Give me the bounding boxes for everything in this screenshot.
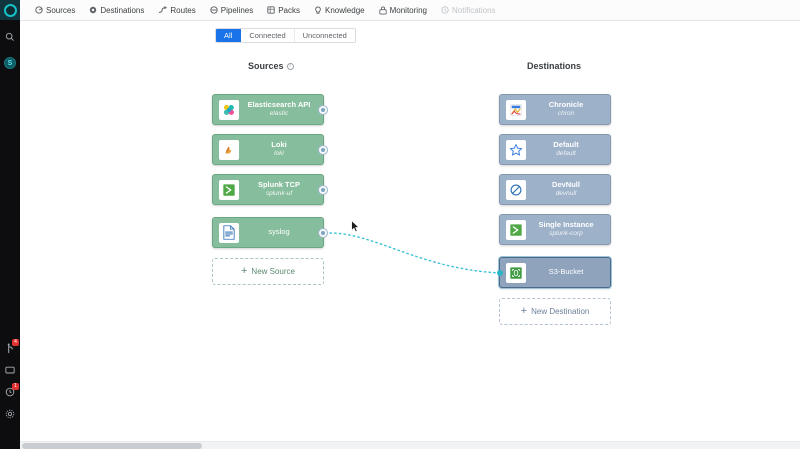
chat-icon[interactable] xyxy=(0,359,20,381)
source-card-loki[interactable]: Loki loki xyxy=(212,134,328,165)
new-destination-button[interactable]: + New Destination xyxy=(499,298,611,325)
search-icon[interactable] xyxy=(0,26,20,48)
source-subtitle: splunk-uf xyxy=(265,190,293,198)
destination-title: Default xyxy=(553,141,579,150)
nav-destinations[interactable]: Destinations xyxy=(82,0,151,21)
destination-title: S3-Bucket xyxy=(548,268,584,277)
nav-pipelines-label: Pipelines xyxy=(220,5,254,15)
nav-packs[interactable]: Packs xyxy=(260,0,307,21)
avatar-initial: S xyxy=(4,57,16,69)
knowledge-icon xyxy=(314,5,322,15)
help-badge: 1 xyxy=(12,383,19,390)
default-star-icon xyxy=(506,139,526,160)
chronicle-icon xyxy=(506,99,526,120)
top-navigation: Sources Destinations Routes Pipelines Pa xyxy=(20,0,800,21)
sources-column-header: Sources i xyxy=(248,61,294,71)
source-title: Elasticsearch API xyxy=(247,101,311,110)
plus-icon: + xyxy=(240,265,248,277)
new-source-label: New Source xyxy=(251,267,295,276)
filter-connected[interactable]: Connected xyxy=(241,29,295,42)
nav-packs-label: Packs xyxy=(278,5,301,15)
source-output-port[interactable] xyxy=(318,145,328,155)
nav-monitoring-label: Monitoring xyxy=(389,5,427,15)
sources-column-title: Sources xyxy=(248,61,284,71)
destination-input-port[interactable] xyxy=(497,270,503,276)
left-rail: S 4 1 xyxy=(0,0,20,449)
source-output-port[interactable] xyxy=(318,228,328,238)
source-output-port[interactable] xyxy=(318,185,328,195)
commit-badge: 4 xyxy=(12,339,19,346)
destinations-column-title: Destinations xyxy=(527,61,582,71)
notifications-icon xyxy=(441,6,449,14)
filter-all[interactable]: All xyxy=(216,29,242,42)
nav-knowledge[interactable]: Knowledge xyxy=(307,0,372,21)
splunk-icon xyxy=(506,219,526,240)
destination-title: Single Instance xyxy=(538,221,594,230)
new-source-button[interactable]: + New Source xyxy=(212,258,324,285)
pipelines-icon xyxy=(210,6,218,14)
loki-icon xyxy=(219,139,239,160)
destinations-icon xyxy=(89,6,97,14)
source-output-port[interactable] xyxy=(318,105,328,115)
help-icon[interactable]: 1 xyxy=(0,381,20,403)
source-card-splunk-tcp[interactable]: Splunk TCP splunk-uf xyxy=(212,174,328,205)
connection-edges xyxy=(329,232,501,274)
settings-icon[interactable] xyxy=(0,403,20,425)
plus-icon: + xyxy=(520,305,528,317)
avatar[interactable]: S xyxy=(0,52,20,74)
nav-routes[interactable]: Routes xyxy=(151,0,202,21)
sources-icon xyxy=(35,6,43,14)
destination-subtitle: chron xyxy=(557,110,575,118)
packs-icon xyxy=(267,6,275,14)
destination-title: DevNull xyxy=(552,181,580,190)
nav-notifications[interactable]: Notifications xyxy=(434,0,503,21)
routes-icon xyxy=(158,6,168,14)
destinations-column-header: Destinations xyxy=(527,61,581,71)
nav-pipelines[interactable]: Pipelines xyxy=(203,0,260,21)
source-card-syslog[interactable]: syslog xyxy=(212,217,328,248)
destination-card-devnull[interactable]: DevNull devnull xyxy=(499,174,611,205)
nav-notifications-label: Notifications xyxy=(451,5,496,15)
info-icon[interactable]: i xyxy=(286,62,294,70)
source-card-elasticsearch[interactable]: Elasticsearch API elastic xyxy=(212,94,328,125)
elasticsearch-icon xyxy=(219,99,239,120)
devnull-icon xyxy=(506,179,526,200)
destination-subtitle: splunk-corp xyxy=(549,230,583,238)
destination-card-s3-bucket[interactable]: S3-Bucket xyxy=(497,257,611,288)
routing-canvas: All Connected Unconnected Sources i Dest… xyxy=(20,21,800,441)
nav-monitoring[interactable]: Monitoring xyxy=(372,0,434,21)
commit-icon[interactable]: 4 xyxy=(0,337,20,359)
filter-tabs: All Connected Unconnected xyxy=(215,28,356,43)
nav-knowledge-label: Knowledge xyxy=(325,5,365,15)
source-title: Loki xyxy=(271,141,287,150)
syslog-file-icon xyxy=(219,222,239,243)
scrollbar-thumb[interactable] xyxy=(22,443,202,449)
new-destination-label: New Destination xyxy=(531,307,590,316)
destination-subtitle: default xyxy=(556,150,576,158)
source-subtitle: loki xyxy=(274,150,284,158)
destination-title: Chronicle xyxy=(548,101,584,110)
destination-subtitle: devnull xyxy=(555,190,577,198)
edge-syslog-to-s3 xyxy=(329,232,501,274)
nav-sources[interactable]: Sources xyxy=(28,0,82,21)
nav-sources-label: Sources xyxy=(46,5,76,15)
source-subtitle: elastic xyxy=(269,110,289,118)
cribl-logo-icon[interactable] xyxy=(0,0,20,20)
horizontal-scrollbar[interactable] xyxy=(20,441,800,449)
monitoring-icon xyxy=(378,6,387,15)
destination-card-chronicle[interactable]: Chronicle chron xyxy=(499,94,611,125)
nav-destinations-label: Destinations xyxy=(100,5,145,15)
source-title: syslog xyxy=(268,228,290,237)
mouse-cursor xyxy=(351,219,360,238)
filter-unconnected[interactable]: Unconnected xyxy=(294,29,355,42)
source-title: Splunk TCP xyxy=(257,181,301,190)
splunk-icon xyxy=(219,179,239,200)
s3-bucket-icon xyxy=(506,262,526,283)
nav-routes-label: Routes xyxy=(170,5,196,15)
destination-card-default[interactable]: Default default xyxy=(499,134,611,165)
destination-card-single-instance[interactable]: Single Instance splunk-corp xyxy=(499,214,611,245)
